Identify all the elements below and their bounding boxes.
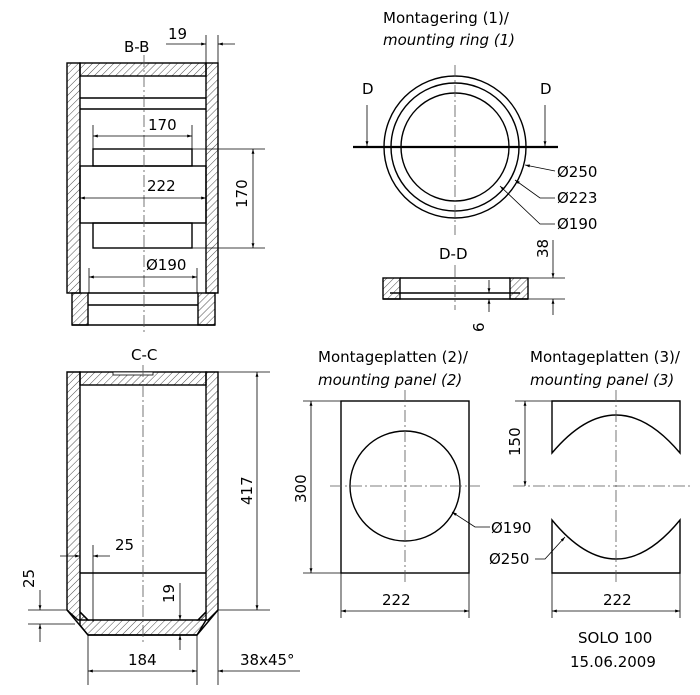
inner-box-bottom [92,222,193,249]
section-dd: D-D 38 6 [382,239,565,332]
dim-wall-19: 19 [168,25,187,43]
mounting-ring-view: Montagering (1)/ mounting ring (1) D D Ø… [353,9,597,235]
panel3-title-de: Montageplatten (3)/ [530,348,681,366]
cut-label-right: D [540,80,552,98]
dim-19: 19 [160,584,178,603]
section-cc: C-C 417 25 25 19 184 38x45° [20,346,300,685]
section-bb: B-B 19 170 222 170 Ø190 [66,25,265,335]
section-dd-label: D-D [439,245,468,263]
section-cc-label: C-C [131,346,157,364]
cut-label-left: D [362,80,374,98]
panel3-dim-150: 150 [506,427,524,456]
panel2-title-en: mounting panel (2) [318,371,462,389]
ring-d250: Ø250 [557,163,597,181]
dim-38: 38 [534,239,552,258]
model-name: SOLO 100 [578,629,652,647]
dim-25-horizontal: 25 [115,536,134,554]
dim-inner-170: 170 [148,116,177,134]
right-wall [205,62,219,294]
inner-box-top [92,148,193,167]
dim-height-170: 170 [233,179,251,208]
panel3-title-en: mounting panel (3) [530,371,674,389]
ring-title-de: Montagering (1)/ [383,9,510,27]
left-wall [66,62,81,294]
mounting-panel-2: Montageplatten (2)/ mounting panel (2) 3… [292,348,531,618]
ring-band [79,165,207,224]
panel3-dim-222: 222 [603,591,632,609]
panel2-dim-300: 300 [292,474,310,503]
drawing-date: 15.06.2009 [570,653,656,671]
section-bb-label: B-B [124,38,149,56]
dim-6: 6 [470,322,488,332]
bottom-right-block [197,292,216,326]
bottom-left-block [71,292,89,326]
dim-25-vertical: 25 [20,569,38,588]
panel2-title-de: Montageplatten (2)/ [318,348,469,366]
panel2-d190: Ø190 [491,519,531,537]
ring-d223: Ø223 [557,189,597,207]
ring-d190: Ø190 [557,215,597,233]
mounting-panel-3: Montageplatten (3)/ mounting panel (3) 1… [489,348,690,618]
dim-417: 417 [238,476,256,505]
dim-d190: Ø190 [146,256,186,274]
panel2-dim-222: 222 [382,591,411,609]
top-band [79,62,207,77]
dim-184: 184 [128,651,157,669]
panel3-d250: Ø250 [489,550,529,568]
dim-222: 222 [147,177,176,195]
chamfer-38x45: 38x45° [240,651,295,669]
ring-title-en: mounting ring (1) [383,31,515,49]
